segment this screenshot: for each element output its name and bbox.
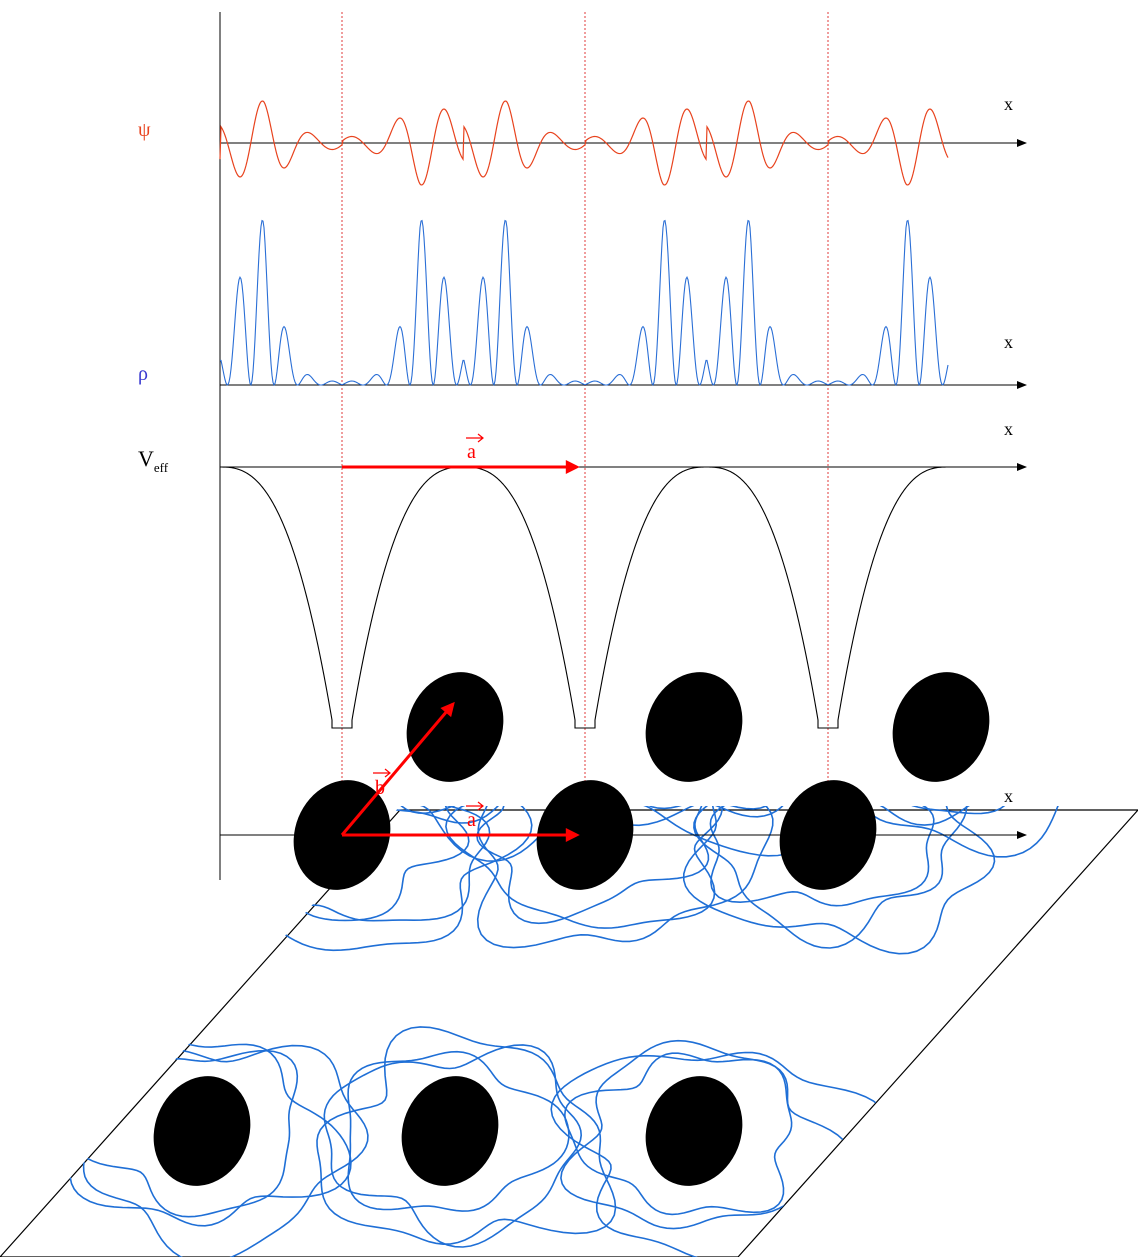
vector-b-overarrow	[373, 768, 391, 778]
atom-1	[406, 672, 504, 782]
orbit-loop-8-1	[347, 1050, 570, 1212]
x-label-lattice: x	[1004, 786, 1013, 806]
atom-2	[645, 672, 743, 782]
x-label-psi: x	[1004, 94, 1013, 114]
psi-wavefunction-curve	[219, 100, 949, 186]
veff-label: Veff	[138, 446, 169, 475]
x-label-veff: x	[1004, 419, 1013, 439]
atom-7	[153, 1076, 251, 1186]
veff-potential-curve	[220, 466, 948, 729]
orbit-loop-8-2	[323, 1044, 583, 1248]
orbit-loop-6-3	[683, 806, 996, 955]
orbit-loop-9-2	[560, 1039, 851, 1230]
vector-a-overarrow	[466, 801, 484, 811]
vector-a-top-label: a	[467, 441, 476, 463]
x-label-rho: x	[1004, 332, 1013, 352]
orbit-loop-6-2	[693, 806, 968, 949]
rho-density-curve	[220, 219, 949, 387]
vector-b-label: b	[375, 777, 385, 799]
veff-label-main: V	[138, 446, 154, 471]
veff-label-sub: eff	[154, 460, 169, 475]
orbit-loop-5-2	[445, 806, 724, 929]
orbit-loop-6-1	[709, 806, 935, 907]
atom-9	[645, 1076, 743, 1186]
rho-label: ρ	[138, 363, 148, 385]
orbit-loop-5-3	[476, 806, 774, 949]
vector-a-label: a	[467, 809, 476, 831]
vector-a-top-overarrow	[466, 433, 484, 443]
psi-label: ψ	[138, 119, 151, 141]
atom-8	[401, 1076, 499, 1186]
atom-3	[892, 672, 990, 782]
orbit-loop-8-3	[316, 1026, 617, 1246]
atoms	[153, 672, 990, 1186]
orbit-loop-2-1	[566, 806, 814, 810]
lattice-plane	[0, 809, 1138, 1257]
orbit-loop-3-3	[799, 806, 1114, 858]
lattice-vector-b	[340, 701, 455, 836]
